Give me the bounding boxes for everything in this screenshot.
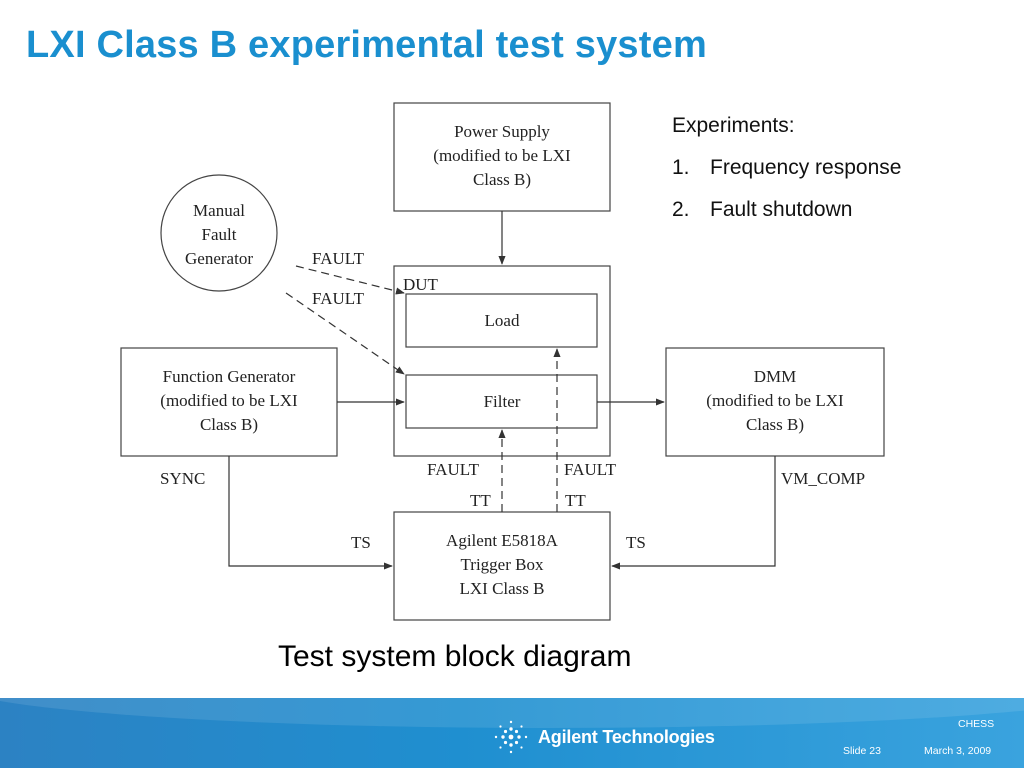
list-item-label: Frequency response — [710, 156, 902, 179]
manual-fault-generator: Manual Fault Generator — [160, 174, 278, 292]
slide-title: LXI Class B experimental test system — [26, 24, 707, 66]
block-diagram: Power Supply (modified to be LXI Class B… — [120, 102, 885, 621]
dmm-line-1: DMM — [754, 367, 797, 386]
fault-label-1: FAULT — [312, 249, 365, 268]
power-supply-block: Power Supply (modified to be LXI Class B… — [393, 102, 611, 212]
tt-label-left: TT — [470, 491, 491, 510]
tt-label-right: TT — [565, 491, 586, 510]
fault-label-2: FAULT — [312, 289, 365, 308]
list-item-number: 2. — [672, 198, 690, 221]
trigger-box-line-3: LXI Class B — [460, 579, 545, 598]
event-label: CHESS — [958, 718, 995, 730]
brand-name: Agilent Technologies — [538, 726, 715, 747]
ts-label-left: TS — [351, 533, 371, 552]
list-item-label: Fault shutdown — [710, 198, 853, 221]
sync-label: SYNC — [160, 469, 205, 488]
dmm-block: DMM (modified to be LXI Class B) — [665, 347, 885, 457]
fault-label-left: FAULT — [427, 460, 480, 479]
slide-date: March 3, 2009 — [924, 745, 992, 757]
vmcomp-to-trigger-arrow — [611, 456, 776, 570]
manual-fault-line-1: Manual — [193, 201, 245, 220]
dut-label: DUT — [403, 275, 439, 294]
manual-fault-line-3: Generator — [185, 249, 253, 268]
agilent-spark-icon — [494, 720, 528, 754]
fault-to-load-dashed-arrow — [295, 265, 405, 295]
dmm-line-3: Class B) — [746, 415, 804, 434]
list-item-number: 1. — [672, 156, 690, 179]
dmm-line-2: (modified to be LXI — [706, 391, 844, 410]
load-label: Load — [485, 311, 520, 330]
power-supply-line-3: Class B) — [473, 170, 531, 189]
list-item: 1. Frequency response — [672, 156, 901, 180]
power-supply-line-2: (modified to be LXI — [433, 146, 571, 165]
sync-to-trigger-arrow — [228, 456, 393, 570]
manual-fault-line-2: Fault — [202, 225, 237, 244]
ts-label-right: TS — [626, 533, 646, 552]
footer-bar: Agilent Technologies CHESS Slide 23 Marc… — [0, 698, 1024, 768]
slide-number: Slide 23 — [843, 745, 881, 757]
function-generator-line-1: Function Generator — [163, 367, 296, 386]
experiments-heading: Experiments: — [672, 114, 795, 137]
vm-comp-label: VM_COMP — [781, 469, 865, 488]
function-generator-line-3: Class B) — [200, 415, 258, 434]
power-supply-line-1: Power Supply — [454, 122, 550, 141]
fault-to-filter-dashed-arrow — [285, 292, 405, 375]
fault-label-right: FAULT — [564, 460, 617, 479]
function-generator-block: Function Generator (modified to be LXI C… — [120, 347, 338, 457]
brand-logo: Agilent Technologies — [492, 718, 715, 756]
list-item: 2. Fault shutdown — [672, 198, 901, 222]
function-generator-line-2: (modified to be LXI — [160, 391, 298, 410]
filter-block: Filter — [405, 374, 598, 429]
trigger-box-line-1: Agilent E5818A — [446, 531, 559, 550]
load-block: Load — [405, 293, 598, 348]
filter-label: Filter — [484, 392, 521, 411]
trigger-box-line-2: Trigger Box — [461, 555, 544, 574]
experiments-list: Experiments: 1. Frequency response 2. Fa… — [672, 114, 901, 240]
trigger-box-block: Agilent E5818A Trigger Box LXI Class B — [393, 511, 611, 621]
diagram-caption: Test system block diagram — [278, 640, 632, 673]
